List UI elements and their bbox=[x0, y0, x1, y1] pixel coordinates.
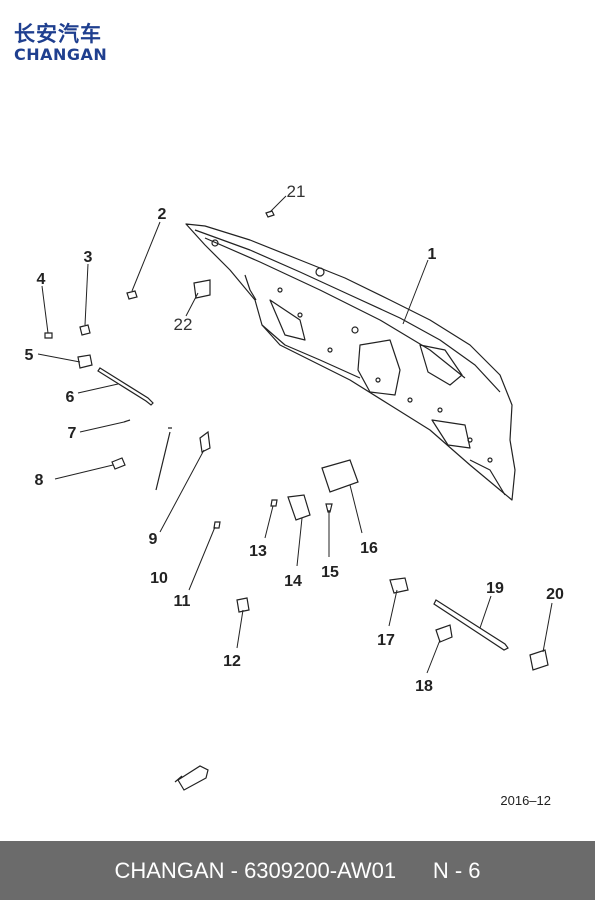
part-12-bumper bbox=[236, 597, 250, 613]
callout-5: 5 bbox=[25, 347, 34, 364]
footer-bar: CHANGAN - 6309200-AW01 N - 6 bbox=[0, 841, 595, 900]
leader-lines bbox=[37, 195, 553, 674]
callout-4: 4 bbox=[37, 271, 46, 288]
part-11-screw bbox=[213, 521, 221, 529]
part-17-bracket bbox=[389, 577, 409, 594]
callout-22: 22 bbox=[174, 315, 193, 334]
brand-name-en: CHANGAN bbox=[14, 45, 108, 64]
callout-labels: 1 2 3 4 5 6 7 8 9 10 11 12 13 14 15 16 1… bbox=[25, 182, 564, 695]
part-3-bumper bbox=[79, 324, 91, 336]
callout-10: 10 bbox=[150, 570, 168, 587]
part-16-lock bbox=[321, 459, 359, 493]
callout-11: 11 bbox=[174, 593, 191, 610]
tailgate-panel bbox=[185, 223, 516, 501]
callout-17: 17 bbox=[377, 632, 395, 649]
part-8-cap bbox=[111, 457, 126, 470]
footer-part-number: 6309200-AW01 bbox=[244, 857, 397, 883]
callout-8: 8 bbox=[35, 472, 44, 489]
callout-19: 19 bbox=[486, 580, 504, 597]
callout-16: 16 bbox=[360, 540, 378, 557]
part-20-bracket bbox=[529, 649, 549, 671]
callout-14: 14 bbox=[284, 573, 302, 590]
part-13-screw bbox=[270, 499, 278, 507]
part-22-bracket bbox=[193, 279, 211, 299]
callout-2: 2 bbox=[158, 206, 167, 223]
part-10-rod bbox=[155, 427, 172, 491]
revision-date: 2016–12 bbox=[500, 793, 551, 808]
part-15-bolt bbox=[325, 503, 333, 513]
callout-9: 9 bbox=[149, 531, 158, 548]
callout-12: 12 bbox=[223, 653, 241, 670]
callout-3: 3 bbox=[84, 249, 93, 266]
small-parts bbox=[44, 210, 549, 791]
part-19-strut bbox=[433, 599, 509, 651]
brand-logo: 长安汽车 CHANGAN bbox=[14, 22, 107, 64]
part-2-grommet bbox=[126, 290, 138, 300]
callout-21: 21 bbox=[287, 182, 306, 201]
part-9-clip bbox=[199, 430, 211, 453]
part-5-bracket bbox=[77, 354, 93, 369]
part-4-nut bbox=[44, 332, 53, 339]
callout-6: 6 bbox=[66, 389, 75, 406]
part-6-strut bbox=[97, 367, 154, 406]
part-18-clip bbox=[435, 624, 453, 643]
brand-name-cn: 长安汽车 bbox=[14, 22, 102, 46]
callout-18: 18 bbox=[415, 678, 433, 695]
footer-page: N - 6 bbox=[432, 857, 481, 883]
callout-20: 20 bbox=[546, 586, 564, 603]
callout-1: 1 bbox=[428, 246, 437, 263]
footer-brand: CHANGAN bbox=[114, 857, 225, 883]
front-arrow-icon bbox=[174, 765, 209, 791]
part-7-pin bbox=[123, 419, 131, 423]
callout-13: 13 bbox=[249, 543, 267, 560]
part-14-latch bbox=[287, 494, 311, 521]
callout-15: 15 bbox=[321, 564, 339, 581]
footer-separator: - bbox=[224, 857, 245, 883]
callout-7: 7 bbox=[68, 425, 77, 442]
